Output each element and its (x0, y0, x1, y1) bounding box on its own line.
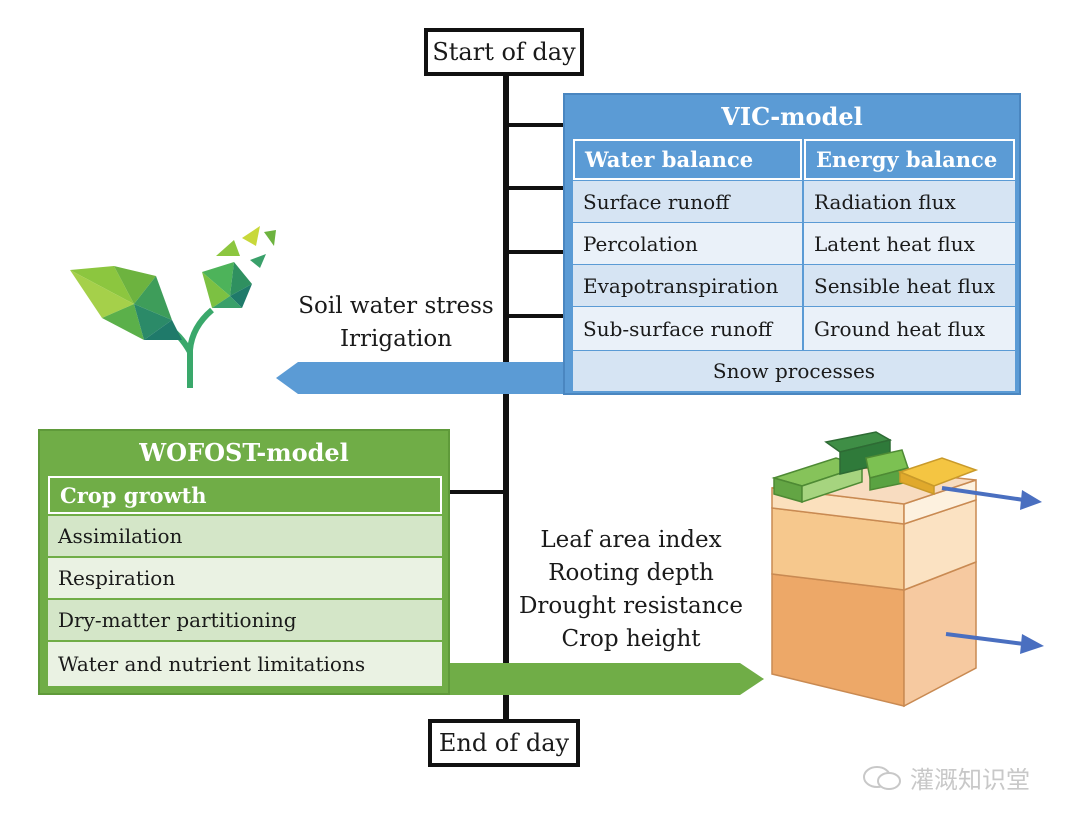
timeline-tick (509, 123, 565, 127)
vic-model-table: Water balance Energy balance Surface run… (573, 139, 1015, 391)
vic-cell: Ground heat flux (804, 307, 1015, 350)
watermark-text: 灌溉知识堂 (910, 766, 1030, 794)
timeline-tick (509, 314, 565, 318)
vic-cell: Sensible heat flux (804, 265, 1015, 306)
start-of-day-label: Start of day (432, 38, 576, 66)
wofost-to-vic-text: Leaf area index Rooting depth Drought re… (510, 524, 752, 656)
vic-model-title: VIC-model (721, 102, 863, 131)
wofost-item: Water and nutrient limitations (48, 642, 442, 686)
flow-label: Drought resistance (518, 593, 743, 619)
end-of-day-box: End of day (428, 719, 580, 767)
wofost-model-title: WOFOST-model (139, 438, 349, 467)
wofost-item: Respiration (48, 558, 442, 598)
snow-processes-row: Snow processes (573, 351, 1015, 391)
wechat-icon (863, 765, 901, 790)
crop-growth-header: Crop growth (48, 476, 442, 514)
vic-cell: Latent heat flux (804, 223, 1015, 264)
flow-label: Soil water stress (298, 293, 494, 319)
end-of-day-label: End of day (438, 729, 570, 757)
start-of-day-box: Start of day (424, 28, 584, 76)
flow-label: Rooting depth (548, 560, 714, 586)
flow-label: Leaf area index (540, 527, 722, 553)
vic-row: Evapotranspiration Sensible heat flux (573, 265, 1015, 306)
plant-icon (70, 226, 276, 388)
vic-row: Sub-surface runoff Ground heat flux (573, 307, 1015, 350)
wofost-model-panel: WOFOST-model Crop growth Assimilation Re… (38, 429, 450, 695)
flow-label: Crop height (561, 626, 701, 652)
vic-cell: Surface runoff (573, 181, 802, 222)
timeline-tick (509, 250, 565, 254)
vic-to-wofost-text: Soil water stress Irrigation (290, 290, 502, 356)
vic-cell: Percolation (573, 223, 802, 264)
vic-cell: Radiation flux (804, 181, 1015, 222)
wofost-item: Dry-matter partitioning (48, 600, 442, 640)
flow-label: Irrigation (339, 326, 453, 352)
energy-balance-header: Energy balance (804, 139, 1015, 180)
timeline-tick (450, 490, 505, 494)
soil-block-icon (771, 431, 1044, 708)
timeline-axis (503, 74, 509, 722)
vic-header-row: Water balance Energy balance (573, 139, 1015, 180)
wofost-item: Assimilation (48, 516, 442, 556)
wofost-model-list: Crop growth Assimilation Respiration Dry… (48, 476, 442, 688)
vic-row: Percolation Latent heat flux (573, 223, 1015, 264)
vic-model-panel: VIC-model Water balance Energy balance S… (563, 93, 1021, 395)
watermark: 灌溉知识堂 (862, 760, 1030, 795)
timeline-tick (509, 186, 565, 190)
water-balance-header: Water balance (573, 139, 802, 180)
vic-to-wofost-arrow (276, 362, 566, 394)
wofost-to-vic-arrow (448, 663, 764, 695)
vic-cell: Evapotranspiration (573, 265, 802, 306)
vic-cell: Sub-surface runoff (573, 307, 802, 350)
vic-row: Surface runoff Radiation flux (573, 181, 1015, 222)
